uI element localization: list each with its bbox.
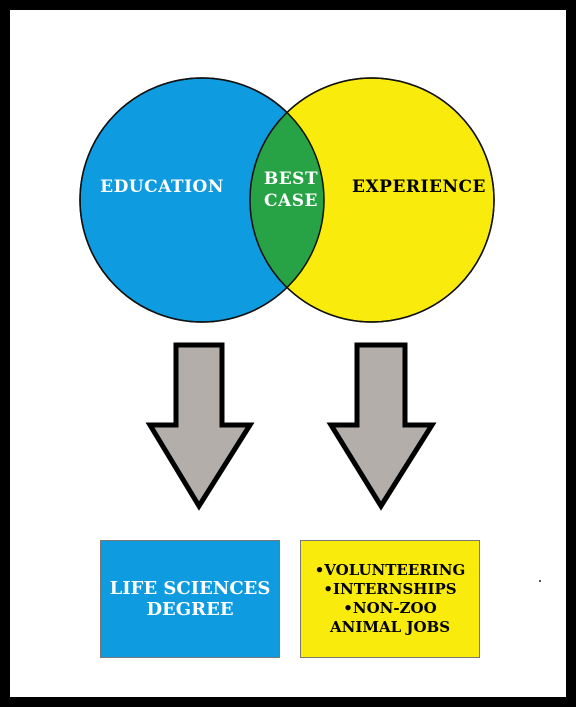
box-right-line: •VOLUNTEERING [314, 561, 466, 579]
life-sciences-degree-box: LIFE SCIENCES DEGREE [100, 540, 280, 658]
box-right-line: •NON-ZOO [343, 599, 437, 617]
experience-label: EXPERIENCE [352, 177, 486, 197]
best-case-label-line2: CASE [264, 191, 318, 211]
box-left-line: LIFE SCIENCES [109, 578, 271, 599]
experience-arrow-down [326, 342, 437, 511]
box-right-line: ANIMAL JOBS [329, 618, 451, 636]
box-left-line: DEGREE [146, 599, 234, 620]
best-case-label-line1: BEST [264, 169, 318, 189]
stray-dot [539, 580, 541, 582]
education-arrow-down [145, 342, 255, 511]
experience-options-box: •VOLUNTEERING •INTERNSHIPS •NON-ZOO ANIM… [300, 540, 480, 658]
box-right-line: •INTERNSHIPS [323, 580, 457, 598]
education-label: EDUCATION [100, 177, 224, 197]
